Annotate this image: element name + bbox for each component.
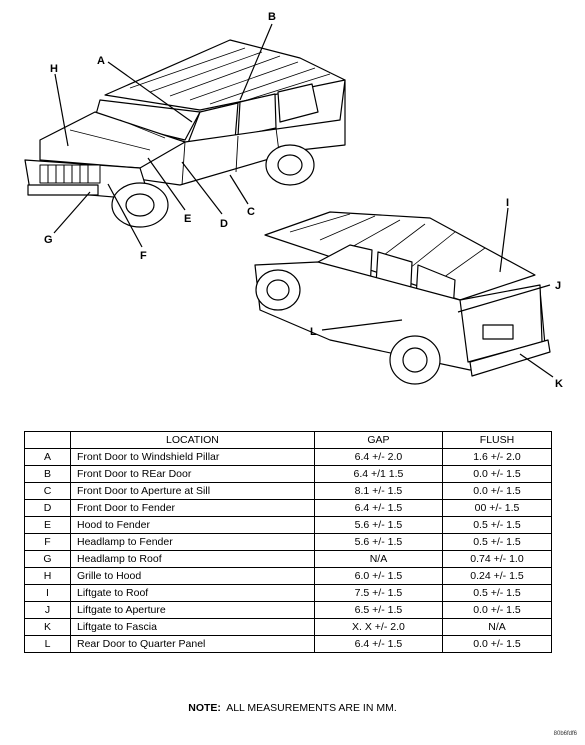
leader-E xyxy=(147,157,186,211)
row-flush: 0.0 +/- 1.5 xyxy=(442,601,552,619)
row-location: Headlamp to Roof xyxy=(69,550,315,568)
vehicle-illustration: A B C D E F G H I J K L xyxy=(24,11,563,390)
front-view-vehicle xyxy=(24,39,346,228)
row-gap: 6.4 +/- 2.0 xyxy=(313,448,444,466)
header-location: LOCATION xyxy=(69,431,315,449)
row-flush: 0.5 +/- 1.5 xyxy=(442,516,552,534)
table-row: I Liftgate to Roof 7.5 +/- 1.5 0.5 +/- 1… xyxy=(24,584,552,602)
rear-view-vehicle xyxy=(254,211,551,385)
leader-A xyxy=(107,61,193,123)
table-row: F Headlamp to Fender 5.6 +/- 1.5 0.5 +/-… xyxy=(24,533,552,551)
row-gap: N/A xyxy=(313,550,444,568)
row-location: Headlamp to Fender xyxy=(69,533,315,551)
row-flush: 0.24 +/- 1.5 xyxy=(442,567,552,585)
row-flush: 1.6 +/- 2.0 xyxy=(442,448,552,466)
leader-C xyxy=(229,174,249,205)
callout-A: A xyxy=(97,55,105,67)
row-gap: 5.6 +/- 1.5 xyxy=(313,533,444,551)
header-gap: GAP xyxy=(313,431,444,449)
row-gap: 8.1 +/- 1.5 xyxy=(313,482,444,500)
row-flush: 0.74 +/- 1.0 xyxy=(442,550,552,568)
row-gap: 6.0 +/- 1.5 xyxy=(313,567,444,585)
row-flush: 0.0 +/- 1.5 xyxy=(442,635,552,653)
callout-G: G xyxy=(44,234,53,246)
row-key: E xyxy=(24,516,71,534)
row-key: D xyxy=(24,499,71,517)
row-key: K xyxy=(24,618,71,636)
leader-D xyxy=(181,161,223,215)
header-flush: FLUSH xyxy=(442,431,552,449)
row-flush: 0.0 +/- 1.5 xyxy=(442,482,552,500)
table-row: G Headlamp to Roof N/A 0.74 +/- 1.0 xyxy=(24,550,552,568)
row-gap: 6.4 +/- 1.5 xyxy=(313,499,444,517)
table-row: E Hood to Fender 5.6 +/- 1.5 0.5 +/- 1.5 xyxy=(24,516,552,534)
row-key: G xyxy=(24,550,71,568)
row-key: J xyxy=(24,601,71,619)
row-gap: 5.6 +/- 1.5 xyxy=(313,516,444,534)
leader-lines xyxy=(53,23,554,378)
row-flush: N/A xyxy=(442,618,552,636)
row-flush: 0.0 +/- 1.5 xyxy=(442,465,552,483)
row-location: Liftgate to Aperture xyxy=(69,601,315,619)
row-gap: 6.4 +/- 1.5 xyxy=(313,635,444,653)
note-text: ALL MEASUREMENTS ARE IN MM. xyxy=(226,702,397,714)
leader-K xyxy=(519,353,554,378)
row-key: L xyxy=(24,635,71,653)
leader-J xyxy=(457,284,551,313)
row-key: A xyxy=(24,448,71,466)
table-header-row: LOCATION GAP FLUSH xyxy=(24,431,552,449)
measurement-note: NOTE: ALL MEASUREMENTS ARE IN MM. xyxy=(0,702,585,714)
row-location: Front Door to Fender xyxy=(69,499,315,517)
row-location: Hood to Fender xyxy=(69,516,315,534)
callout-F: F xyxy=(140,250,147,262)
figure-id: 80b6fdf6 xyxy=(553,731,577,737)
leader-B xyxy=(239,23,273,101)
leader-G xyxy=(53,191,91,234)
callout-L: L xyxy=(310,326,317,338)
row-key: B xyxy=(24,465,71,483)
callout-K: K xyxy=(555,378,563,390)
header-key xyxy=(24,431,71,449)
leader-H xyxy=(54,73,69,147)
row-flush: 0.5 +/- 1.5 xyxy=(442,533,552,551)
row-key: F xyxy=(24,533,71,551)
callout-B: B xyxy=(268,11,276,23)
table-row: C Front Door to Aperture at Sill 8.1 +/-… xyxy=(24,482,552,500)
row-flush: 00 +/- 1.5 xyxy=(442,499,552,517)
row-gap: 6.4 +/1 1.5 xyxy=(313,465,444,483)
table-row: L Rear Door to Quarter Panel 6.4 +/- 1.5… xyxy=(24,635,552,653)
note-label: NOTE: xyxy=(188,702,221,714)
callout-C: C xyxy=(247,206,255,218)
table-row: A Front Door to Windshield Pillar 6.4 +/… xyxy=(24,448,552,466)
leader-I xyxy=(499,207,509,273)
row-location: Front Door to REar Door xyxy=(69,465,315,483)
row-gap: X. X +/- 2.0 xyxy=(313,618,444,636)
callout-J: J xyxy=(555,280,561,292)
row-key: H xyxy=(24,567,71,585)
row-key: I xyxy=(24,584,71,602)
row-key: C xyxy=(24,482,71,500)
row-location: Liftgate to Roof xyxy=(69,584,315,602)
leader-L xyxy=(321,319,403,331)
row-gap: 7.5 +/- 1.5 xyxy=(313,584,444,602)
row-location: Liftgate to Fascia xyxy=(69,618,315,636)
gap-flush-table: LOCATION GAP FLUSH A Front Door to Winds… xyxy=(24,431,552,653)
callout-I: I xyxy=(506,197,509,209)
callout-H: H xyxy=(50,63,58,75)
callout-D: D xyxy=(220,218,228,230)
table-row: H Grille to Hood 6.0 +/- 1.5 0.24 +/- 1.… xyxy=(24,567,552,585)
row-location: Grille to Hood xyxy=(69,567,315,585)
table-row: B Front Door to REar Door 6.4 +/1 1.5 0.… xyxy=(24,465,552,483)
row-flush: 0.5 +/- 1.5 xyxy=(442,584,552,602)
table-row: J Liftgate to Aperture 6.5 +/- 1.5 0.0 +… xyxy=(24,601,552,619)
row-location: Rear Door to Quarter Panel xyxy=(69,635,315,653)
table-row: K Liftgate to Fascia X. X +/- 2.0 N/A xyxy=(24,618,552,636)
callout-E: E xyxy=(184,213,191,225)
table-row: D Front Door to Fender 6.4 +/- 1.5 00 +/… xyxy=(24,499,552,517)
row-gap: 6.5 +/- 1.5 xyxy=(313,601,444,619)
leader-F xyxy=(107,183,143,248)
row-location: Front Door to Aperture at Sill xyxy=(69,482,315,500)
row-location: Front Door to Windshield Pillar xyxy=(69,448,315,466)
